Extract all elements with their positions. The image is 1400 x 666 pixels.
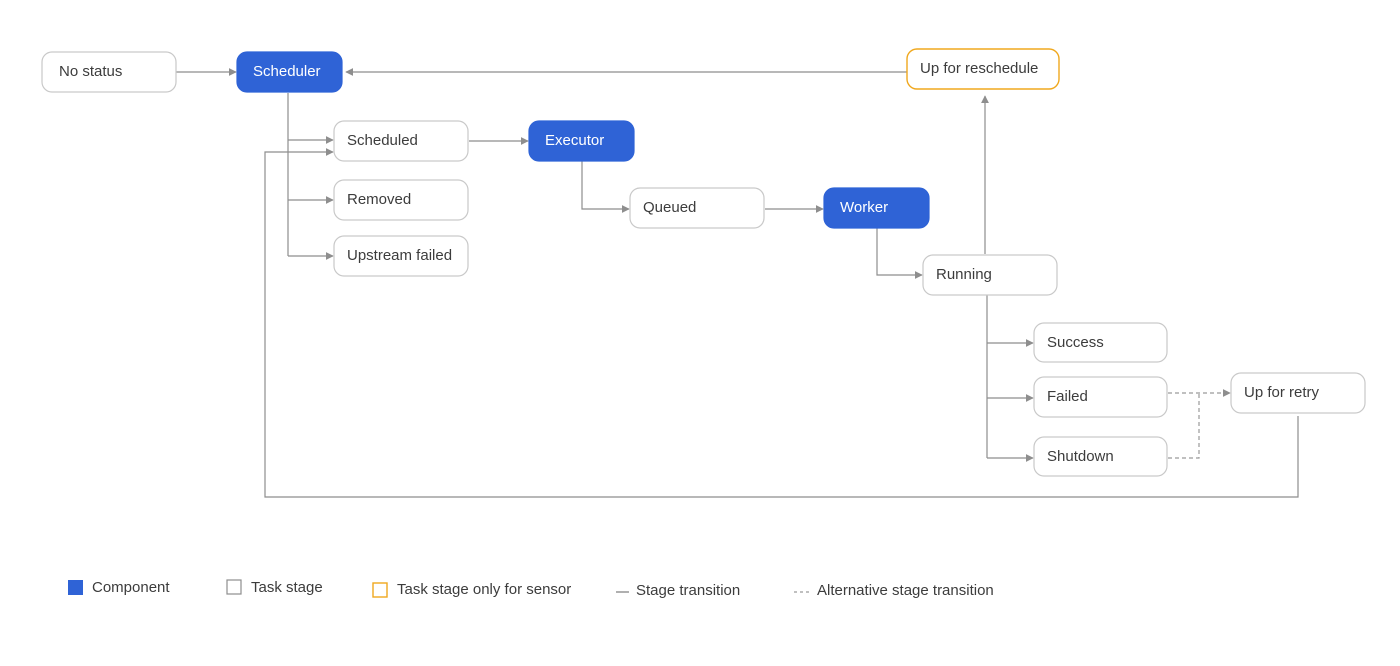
edge-executor-to-queued	[581, 161, 630, 213]
legend-stage-transition-label: Stage transition	[636, 582, 740, 599]
node-up-for-reschedule-label: Up for reschedule	[920, 60, 1038, 77]
node-shutdown-label: Shutdown	[1047, 448, 1114, 465]
legend-task-stage-sensor: Task stage only for sensor	[372, 581, 571, 598]
node-failed-label: Failed	[1047, 388, 1088, 405]
node-scheduled-label: Scheduled	[347, 132, 418, 149]
node-failed: Failed	[1033, 376, 1168, 418]
legend-task-stage-label: Task stage	[251, 579, 323, 596]
legend-task-stage-sensor-swatch	[372, 582, 388, 598]
node-worker-label: Worker	[840, 199, 888, 216]
edge-shutdown-to-retry	[1168, 393, 1200, 459]
edge-retry-to-scheduled	[264, 148, 1299, 498]
node-shutdown: Shutdown	[1033, 436, 1168, 477]
legend-task-stage-swatch	[226, 579, 242, 595]
node-no-status-label: No status	[59, 63, 122, 80]
node-queued-label: Queued	[643, 199, 696, 216]
edge-worker-to-running	[876, 228, 923, 279]
node-up-for-retry-label: Up for retry	[1244, 384, 1320, 401]
node-up-for-reschedule: Up for reschedule	[906, 48, 1060, 90]
node-removed: Removed	[333, 179, 469, 221]
node-upstream-failed: Upstream failed	[333, 235, 469, 277]
node-up-for-retry: Up for retry	[1230, 372, 1366, 414]
node-worker: Worker	[823, 187, 930, 229]
legend-task-stage: Task stage	[226, 579, 323, 596]
legend-task-stage-sensor-label: Task stage only for sensor	[397, 581, 571, 598]
node-running-label: Running	[936, 266, 992, 283]
node-removed-label: Removed	[347, 191, 411, 208]
node-no-status: No status	[41, 51, 177, 93]
legend-component: Component	[68, 579, 170, 596]
node-queued: Queued	[629, 187, 765, 229]
node-scheduler: Scheduler	[236, 51, 343, 93]
node-scheduled: Scheduled	[333, 120, 469, 162]
legend-stage-transition: Stage transition	[616, 582, 740, 599]
node-scheduler-label: Scheduler	[253, 63, 321, 80]
node-success-label: Success	[1047, 334, 1104, 351]
node-executor-label: Executor	[545, 132, 604, 149]
node-running: Running	[922, 254, 1058, 296]
edges	[176, 68, 1299, 498]
node-success: Success	[1033, 322, 1168, 363]
legend: Component Task stage Task stage only for…	[68, 579, 994, 599]
legend-alt-stage-transition: Alternative stage transition	[794, 582, 994, 599]
legend-component-swatch	[68, 580, 83, 595]
node-executor: Executor	[528, 120, 635, 162]
legend-component-label: Component	[92, 579, 170, 596]
node-upstream-failed-label: Upstream failed	[347, 247, 452, 264]
legend-alt-stage-transition-label: Alternative stage transition	[817, 582, 994, 599]
